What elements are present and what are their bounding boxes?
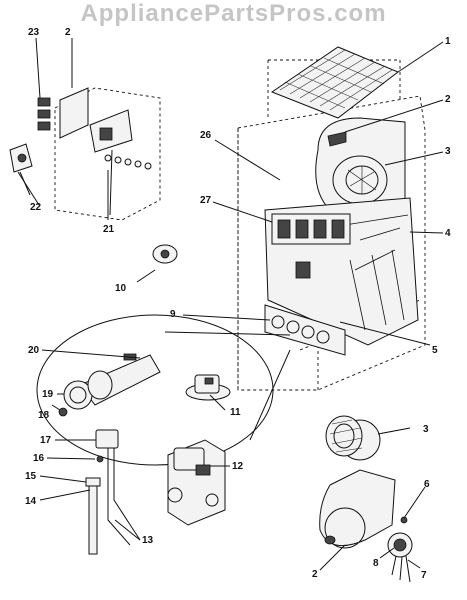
- callout-26: 26: [200, 130, 212, 141]
- callout-15: 15: [25, 471, 37, 482]
- pilot-assembly: [85, 429, 141, 555]
- burner-manifold: [264, 304, 346, 356]
- callout-21: 21: [103, 224, 115, 235]
- upper-blower: [315, 117, 406, 211]
- callout-9: 9: [170, 309, 176, 320]
- callout-18: 18: [38, 410, 50, 421]
- callout-13: 13: [142, 535, 154, 546]
- blower-wheel: [325, 415, 381, 461]
- callout-7: 7: [421, 570, 427, 581]
- callout-6: 6: [424, 479, 430, 490]
- callout-1: 1: [445, 36, 451, 47]
- heat-exchanger: [264, 197, 419, 346]
- callout-19: 19: [42, 389, 54, 400]
- detail-circle: [36, 314, 291, 466]
- rollout-switch: [185, 374, 231, 401]
- callout-16: 16: [33, 453, 45, 464]
- control-box: [9, 87, 161, 221]
- callout-20: 20: [28, 345, 40, 356]
- callout-17: 17: [40, 435, 52, 446]
- callout-2: 2: [445, 94, 451, 105]
- limit-switch: [136, 244, 178, 283]
- watermark-text: AppliancePartsPros.com: [80, 0, 387, 27]
- leader-lines: [17, 37, 444, 571]
- callout-12: 12: [232, 461, 244, 472]
- callout-3: 3: [445, 146, 451, 157]
- callout-10: 10: [115, 283, 127, 294]
- lower-blower-housing: [319, 469, 396, 549]
- blower-motor: [387, 516, 413, 583]
- callout-2-lower: 2: [312, 569, 318, 580]
- callout-11: 11: [230, 407, 241, 418]
- callout-14: 14: [25, 496, 37, 507]
- callout-3-lower: 3: [423, 424, 429, 435]
- filter-part: [270, 46, 399, 119]
- gas-valve: [167, 439, 226, 526]
- callout-4: 4: [445, 228, 451, 239]
- callout-2-control: 2: [65, 27, 71, 38]
- callout-8: 8: [373, 558, 379, 569]
- callout-27: 27: [200, 195, 212, 206]
- callout-5: 5: [432, 345, 438, 356]
- callout-22: 22: [30, 202, 42, 213]
- callout-23: 23: [28, 27, 40, 38]
